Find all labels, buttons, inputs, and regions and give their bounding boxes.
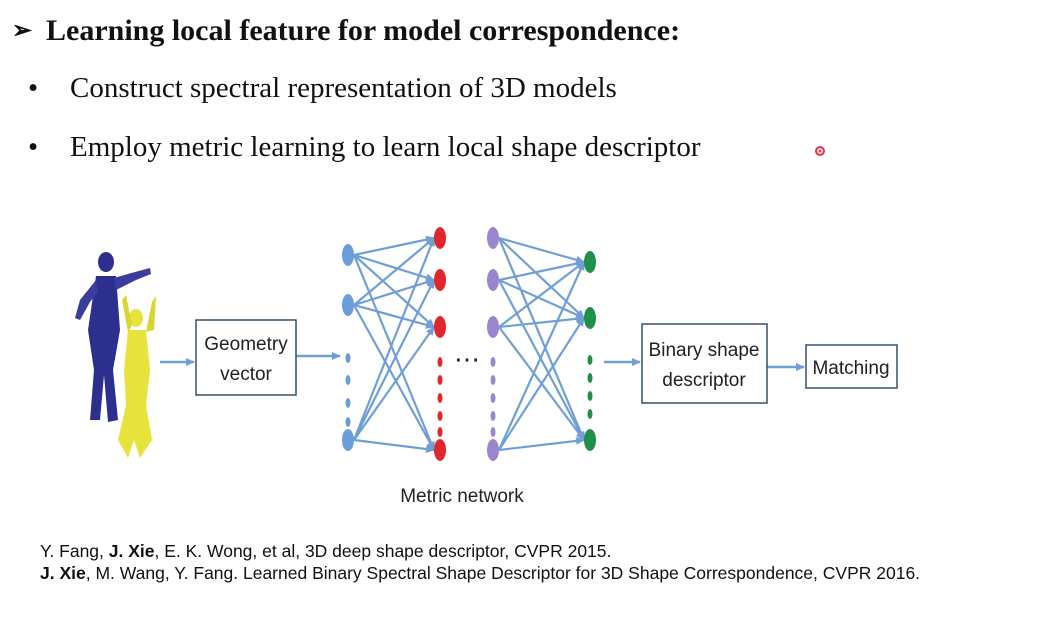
- hidden-node-red: [434, 227, 446, 249]
- input-node-small: [345, 417, 351, 427]
- geometry-vector-label-line1: Geometry: [204, 334, 288, 355]
- matching-label: Matching: [812, 358, 889, 379]
- network-edge: [353, 326, 435, 441]
- network-edge: [498, 278, 585, 320]
- hidden-node-purple: [487, 227, 499, 249]
- bullet-item: • Construct spectral representation of 3D…: [28, 72, 617, 105]
- hidden-node-purple: [487, 269, 499, 291]
- hidden-node-red-small: [437, 393, 443, 403]
- binary-descriptor-label-line2: descriptor: [662, 370, 746, 391]
- network-edge: [353, 235, 435, 257]
- laser-pointer-icon: [815, 146, 825, 156]
- hidden-node-red-small: [437, 411, 443, 421]
- network-edge: [352, 237, 436, 441]
- hidden-node-purple-small: [490, 393, 496, 403]
- output-node-green-small: [587, 373, 593, 383]
- network-edge: [353, 278, 435, 307]
- binary-shape-descriptor-box: [641, 323, 768, 404]
- metric-network-label: Metric network: [400, 486, 524, 507]
- output-node-green: [584, 307, 596, 329]
- blue-human-figure: [75, 252, 151, 422]
- network-edge: [353, 254, 435, 328]
- network-edge: [498, 261, 585, 328]
- input-node-small: [345, 353, 351, 363]
- network-edge: [352, 254, 436, 451]
- yellow-human-figure: [118, 295, 156, 458]
- network-edge: [353, 304, 435, 451]
- input-node: [342, 429, 354, 451]
- network-edge: [497, 261, 586, 451]
- geometry-vector-box: [195, 319, 297, 396]
- bullet-text: Employ metric learning to learn local sh…: [70, 131, 701, 163]
- bullet-text: Construct spectral representation of 3D …: [70, 72, 617, 104]
- hidden-node-purple-small: [490, 411, 496, 421]
- network-edge: [353, 438, 435, 453]
- metric-network-diagram: Geometry vector Binary shape descriptor …: [75, 227, 898, 507]
- network-edges: [352, 235, 586, 453]
- hidden-node-red-small: [437, 375, 443, 385]
- network-edge: [498, 314, 585, 329]
- output-node-green-small: [587, 391, 593, 401]
- hidden-node-purple: [487, 439, 499, 461]
- bullet-dot: •: [28, 72, 39, 104]
- network-edge: [353, 237, 435, 306]
- network-edge: [498, 259, 585, 282]
- hidden-node-purple: [487, 316, 499, 338]
- input-node: [342, 294, 354, 316]
- output-node-green: [584, 429, 596, 451]
- input-node: [342, 244, 354, 266]
- hidden-node-red-small: [437, 427, 443, 437]
- network-edge: [498, 317, 585, 451]
- network-edge: [353, 303, 435, 329]
- input-node-small: [345, 398, 351, 408]
- heading-text: Learning local feature for model corresp…: [46, 14, 681, 47]
- matching-box: [805, 344, 898, 389]
- network-edge: [498, 279, 585, 441]
- bullet-item: • Employ metric learning to learn local s…: [28, 131, 701, 164]
- output-node-green: [584, 251, 596, 273]
- hidden-node-purple-small: [490, 427, 496, 437]
- references: Y. Fang, J. Xie, E. K. Wong, et al, 3D d…: [40, 540, 1050, 584]
- layer-ellipsis: ⋯: [454, 344, 480, 374]
- binary-descriptor-label-line1: Binary shape: [649, 340, 760, 361]
- hidden-node-purple-small: [490, 357, 496, 367]
- network-edge: [497, 237, 586, 441]
- output-node-green-small: [587, 355, 593, 365]
- slide-heading: ➢ Learning local feature for model corres…: [12, 14, 680, 48]
- hidden-node-purple-small: [490, 375, 496, 385]
- bullet-dot: •: [28, 131, 39, 163]
- network-edge: [353, 279, 435, 441]
- network-edge: [498, 236, 585, 264]
- input-node-small: [345, 375, 351, 385]
- output-node-green-small: [587, 409, 593, 419]
- hidden-node-red: [434, 439, 446, 461]
- reference-1: Y. Fang, J. Xie, E. K. Wong, et al, 3D d…: [40, 541, 612, 561]
- network-edge: [498, 237, 585, 319]
- arrow-bullet-icon: ➢: [12, 18, 33, 44]
- human-models-figure: [75, 252, 156, 458]
- geometry-vector-label-line2: vector: [220, 364, 272, 385]
- network-edge: [353, 253, 435, 282]
- hidden-node-red-small: [437, 357, 443, 367]
- hidden-node-red: [434, 269, 446, 291]
- reference-2: J. Xie, M. Wang, Y. Fang. Learned Binary…: [40, 563, 921, 583]
- hidden-node-red: [434, 316, 446, 338]
- network-edge: [498, 436, 585, 452]
- network-nodes: [342, 227, 596, 461]
